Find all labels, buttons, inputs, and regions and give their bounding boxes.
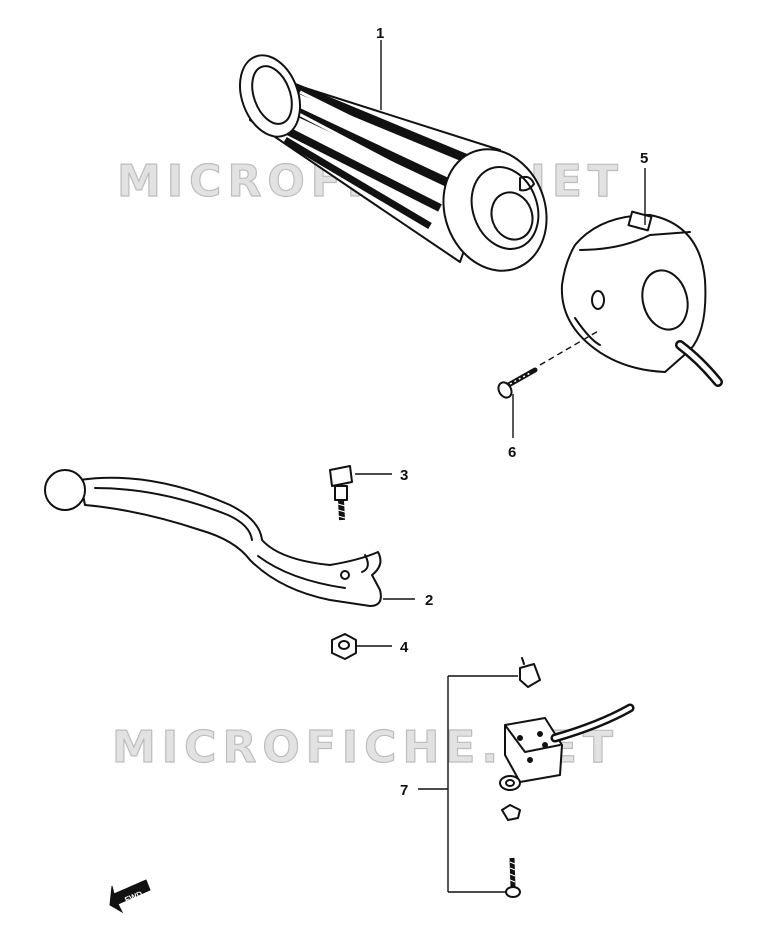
leader-lines (355, 40, 646, 893)
forward-arrow-icon: FWD (109, 879, 151, 914)
part-3-bolt[interactable] (329, 465, 353, 521)
callout-1: 1 (376, 25, 384, 42)
part-6-screw[interactable] (496, 329, 601, 400)
callout-7: 7 (400, 782, 408, 799)
callout-6: 6 (508, 444, 516, 461)
part-5-switch-housing[interactable] (560, 210, 723, 387)
part-2-lever[interactable] (44, 469, 382, 607)
callout-5: 5 (640, 150, 648, 167)
callout-2: 2 (425, 592, 433, 609)
callout-4: 4 (400, 639, 409, 656)
part-7-switch-assembly[interactable] (499, 657, 635, 898)
part-1-grip[interactable] (229, 47, 563, 285)
part-4-nut[interactable] (331, 633, 357, 660)
callout-3: 3 (400, 467, 408, 484)
